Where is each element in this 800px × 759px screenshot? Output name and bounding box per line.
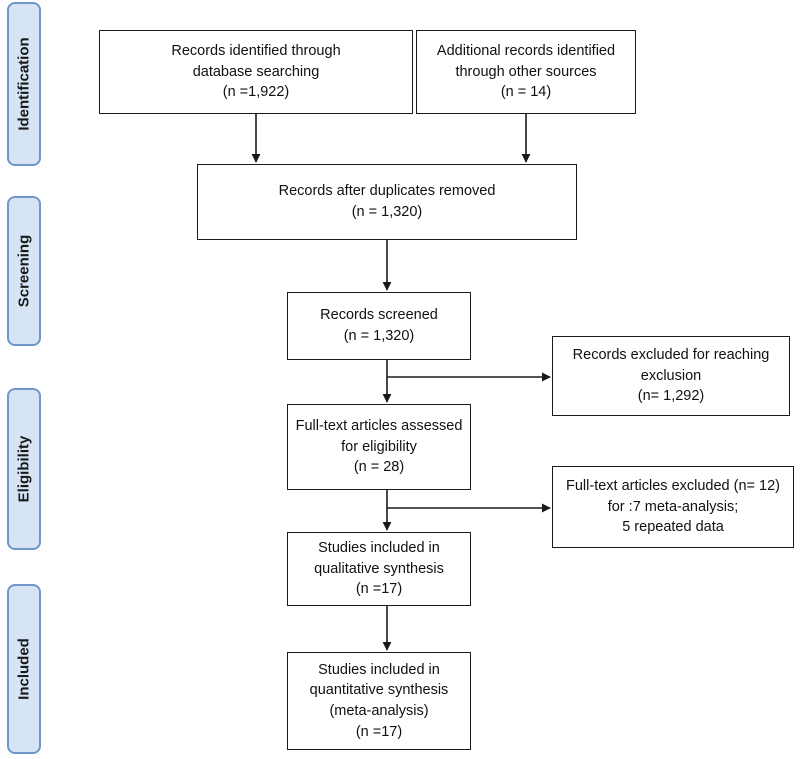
box-text-line: Additional records identified — [436, 43, 616, 60]
box-text-line: Records screened — [320, 307, 438, 324]
box-text-line: quantitative synthesis — [309, 682, 449, 699]
box-records-excluded: Records excluded for reaching exclusion … — [552, 336, 790, 416]
phase-screening-label: Screening — [15, 234, 33, 308]
phase-eligibility-label: Eligibility — [15, 435, 33, 503]
box-text-line: Records after duplicates removed — [278, 183, 496, 200]
box-quantitative-synthesis: Studies included in quantitative synthes… — [287, 652, 471, 750]
box-text-line: Full-text articles excluded (n= 12) — [566, 478, 780, 495]
box-text-line: Studies included in — [318, 540, 440, 557]
box-text-line: qualitative synthesis — [314, 560, 444, 577]
box-qualitative-synthesis: Studies included in qualitative synthesi… — [287, 532, 471, 606]
box-text-line: Full-text articles assessed — [295, 418, 463, 435]
box-database-searching: Records identified through database sear… — [99, 30, 413, 114]
box-text-line: (n= 1,292) — [637, 388, 705, 405]
box-text-line: (meta-analysis) — [329, 703, 429, 719]
box-text-line: 5 repeated data — [622, 519, 724, 536]
box-text-line: exclusion — [640, 367, 702, 384]
box-text-line: for :7 meta-analysis; — [607, 498, 739, 515]
phase-included-label: Included — [15, 638, 33, 700]
box-text-line: through other sources — [455, 63, 597, 80]
phase-included: Included — [7, 584, 41, 754]
box-text-line: (n = 1,320) — [343, 328, 415, 344]
phase-eligibility: Eligibility — [7, 388, 41, 550]
box-text-line: (n =17) — [355, 581, 403, 598]
box-fulltext-assessed: Full-text articles assessed for eligibil… — [287, 404, 471, 490]
box-duplicates-removed: Records after duplicates removed (n = 1,… — [197, 164, 577, 240]
phase-identification: Identification — [7, 2, 41, 166]
box-text-line: (n =1,922) — [222, 84, 290, 101]
box-text-line: Studies included in — [318, 661, 440, 678]
box-text-line: database searching — [192, 63, 320, 80]
box-records-screened: Records screened (n = 1,320) — [287, 292, 471, 360]
box-text-line: (n =17) — [355, 723, 403, 740]
box-text-line: (n = 14) — [500, 84, 552, 101]
box-text-line: Records identified through — [171, 43, 341, 60]
box-text-line: (n = 28) — [353, 459, 405, 476]
box-text-line: for eligibility — [341, 438, 417, 455]
phase-screening: Screening — [7, 196, 41, 346]
box-other-sources: Additional records identified through ot… — [416, 30, 636, 114]
phase-identification-label: Identification — [15, 37, 33, 131]
box-text-line: Records excluded for reaching — [572, 347, 770, 364]
box-text-line: (n = 1,320) — [351, 204, 423, 220]
box-fulltext-excluded: Full-text articles excluded (n= 12) for … — [552, 466, 794, 548]
